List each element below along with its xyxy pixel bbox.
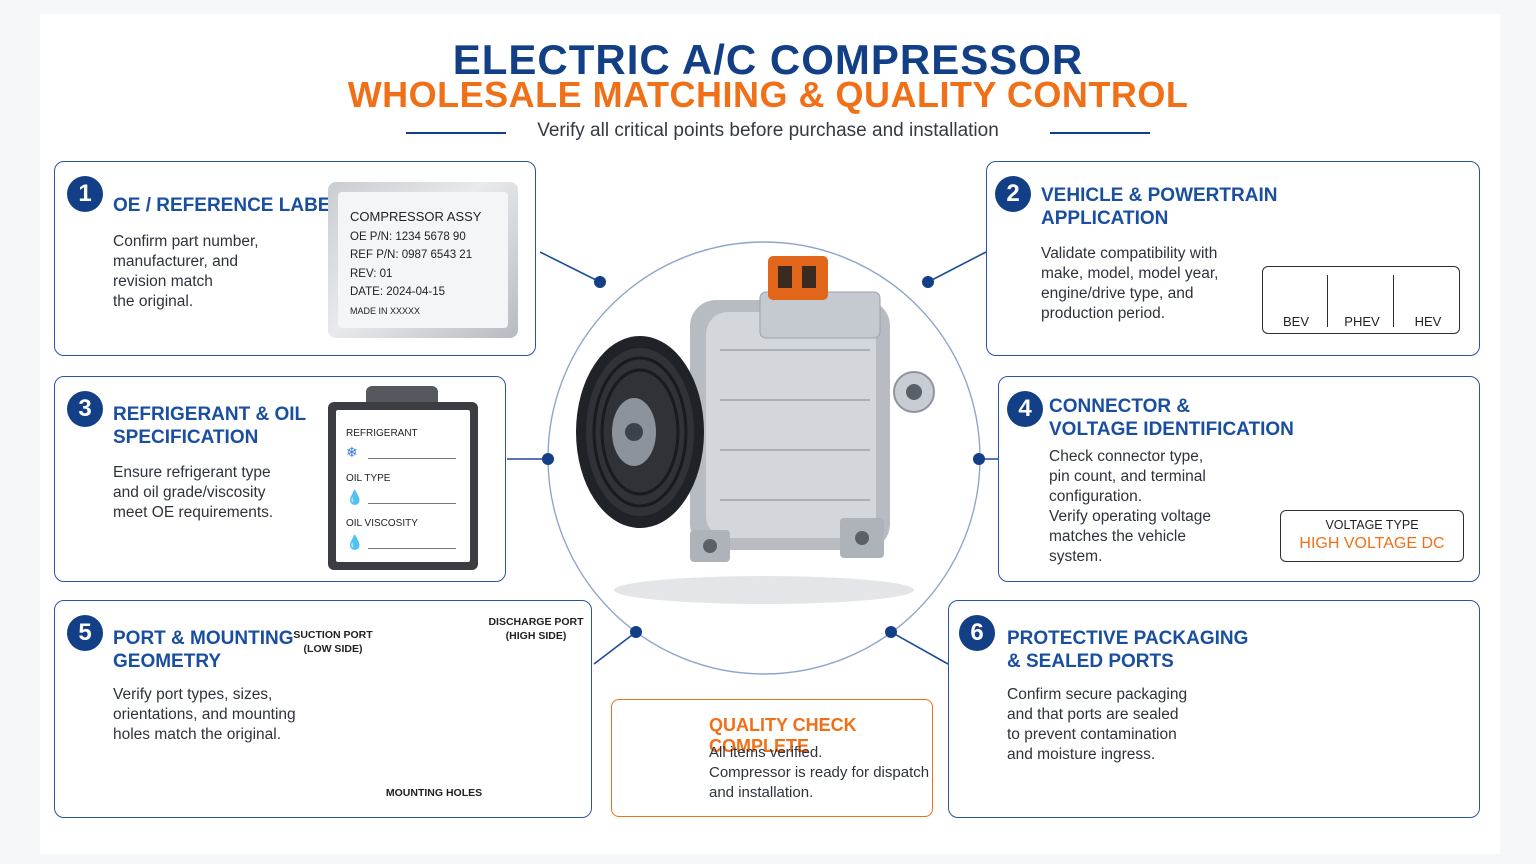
card-connector-voltage: 4 CONNECTOR &VOLTAGE IDENTIFICATION Chec… <box>998 376 1480 582</box>
tagline-rule-right <box>1050 132 1150 134</box>
step-number-5: 5 <box>67 615 103 651</box>
connector-line-2 <box>927 251 987 283</box>
card-5-text: Verify port types, sizes,orientations, a… <box>113 686 296 743</box>
oil-drop-icon: 💧 <box>346 489 364 505</box>
voltage-type-box: VOLTAGE TYPE HIGH VOLTAGE DC <box>1280 510 1464 562</box>
spec-clipboard: REFRIGERANT ❄ OIL TYPE 💧 OIL VISCOSITY 💧 <box>328 402 478 570</box>
oe-label-sticker: COMPRESSOR ASSY OE P/N: 1234 5678 90 REF… <box>328 182 518 338</box>
powertrain-phev: PHEV <box>1344 314 1380 329</box>
suction-port-label: SUCTION PORT(LOW SIDE) <box>293 629 373 655</box>
oil-viscosity-field: OIL VISCOSITY 💧 <box>346 518 460 563</box>
viscosity-drop-icon: 💧 <box>346 534 364 550</box>
step-number-4: 4 <box>1007 391 1043 427</box>
connector-dot-6 <box>885 626 897 638</box>
card-4-title: CONNECTOR &VOLTAGE IDENTIFICATION <box>1049 396 1294 440</box>
connector-dot-1 <box>594 276 606 288</box>
connector-line-5 <box>593 631 637 665</box>
card-1-title: OE / REFERENCE LABEL <box>113 195 343 216</box>
discharge-port-label: DISCHARGE PORT(HIGH SIDE) <box>488 616 584 642</box>
label-made-in: MADE IN XXXXX <box>350 305 421 316</box>
mounting-holes-label: MOUNTING HOLES <box>385 787 483 799</box>
connector-dot-2 <box>922 276 934 288</box>
main-subtitle: WHOLESALE MATCHING & QUALITY CONTROL <box>347 74 1189 115</box>
label-head: COMPRESSOR ASSY <box>350 209 482 224</box>
card-4-text: Check connector type,pin count, and term… <box>1049 448 1211 565</box>
refrigerant-field: REFRIGERANT ❄ <box>346 428 460 473</box>
powertrain-bev: BEV <box>1282 314 1309 329</box>
label-ref-pn: REF P/N: 0987 6543 21 <box>350 249 473 261</box>
card-packaging: 6 PROTECTIVE PACKAGING& SEALED PORTS Con… <box>948 600 1480 818</box>
connector-dot-3 <box>542 453 554 465</box>
step-number-2: 2 <box>995 176 1031 212</box>
tagline-rule-left <box>406 132 506 134</box>
card-6-title: PROTECTIVE PACKAGING& SEALED PORTS <box>1007 628 1249 672</box>
step-number-6: 6 <box>959 615 995 651</box>
snowflake-icon: ❄ <box>346 444 358 460</box>
quality-check-text: All items verified.Compressor is ready f… <box>709 744 930 801</box>
label-date: DATE: 2024-04-15 <box>350 286 446 298</box>
step-number-3: 3 <box>67 391 103 427</box>
voltage-type-value: HIGH VOLTAGE DC <box>1299 535 1445 552</box>
quality-check-title: QUALITY CHECK COMPLETE <box>709 715 857 756</box>
oil-type-field: OIL TYPE 💧 <box>346 473 460 518</box>
label-rev: REV: 01 <box>350 267 393 280</box>
powertrain-hev: HEV <box>1414 314 1442 329</box>
compressor-illustration <box>576 256 935 604</box>
voltage-type-label: VOLTAGE TYPE <box>1325 518 1419 532</box>
connector-dot-5 <box>630 626 642 638</box>
tagline: Verify all critical points before purcha… <box>537 120 999 141</box>
connector-line-6 <box>890 631 949 665</box>
connector-dot-4 <box>973 453 985 465</box>
powertrain-types: BEV PHEV HEV <box>1262 266 1460 334</box>
step-number-1: 1 <box>67 176 103 212</box>
label-oe-pn: OE P/N: 1234 5678 90 <box>350 230 466 243</box>
compressor-connector <box>768 256 828 300</box>
main-title: ELECTRIC A/C COMPRESSOR <box>452 36 1084 83</box>
quality-check-box: QUALITY CHECK COMPLETE All items verifie… <box>611 699 933 817</box>
connector-line-1 <box>539 251 601 283</box>
card-1-text: Confirm part number,manufacturer, and re… <box>113 233 259 310</box>
